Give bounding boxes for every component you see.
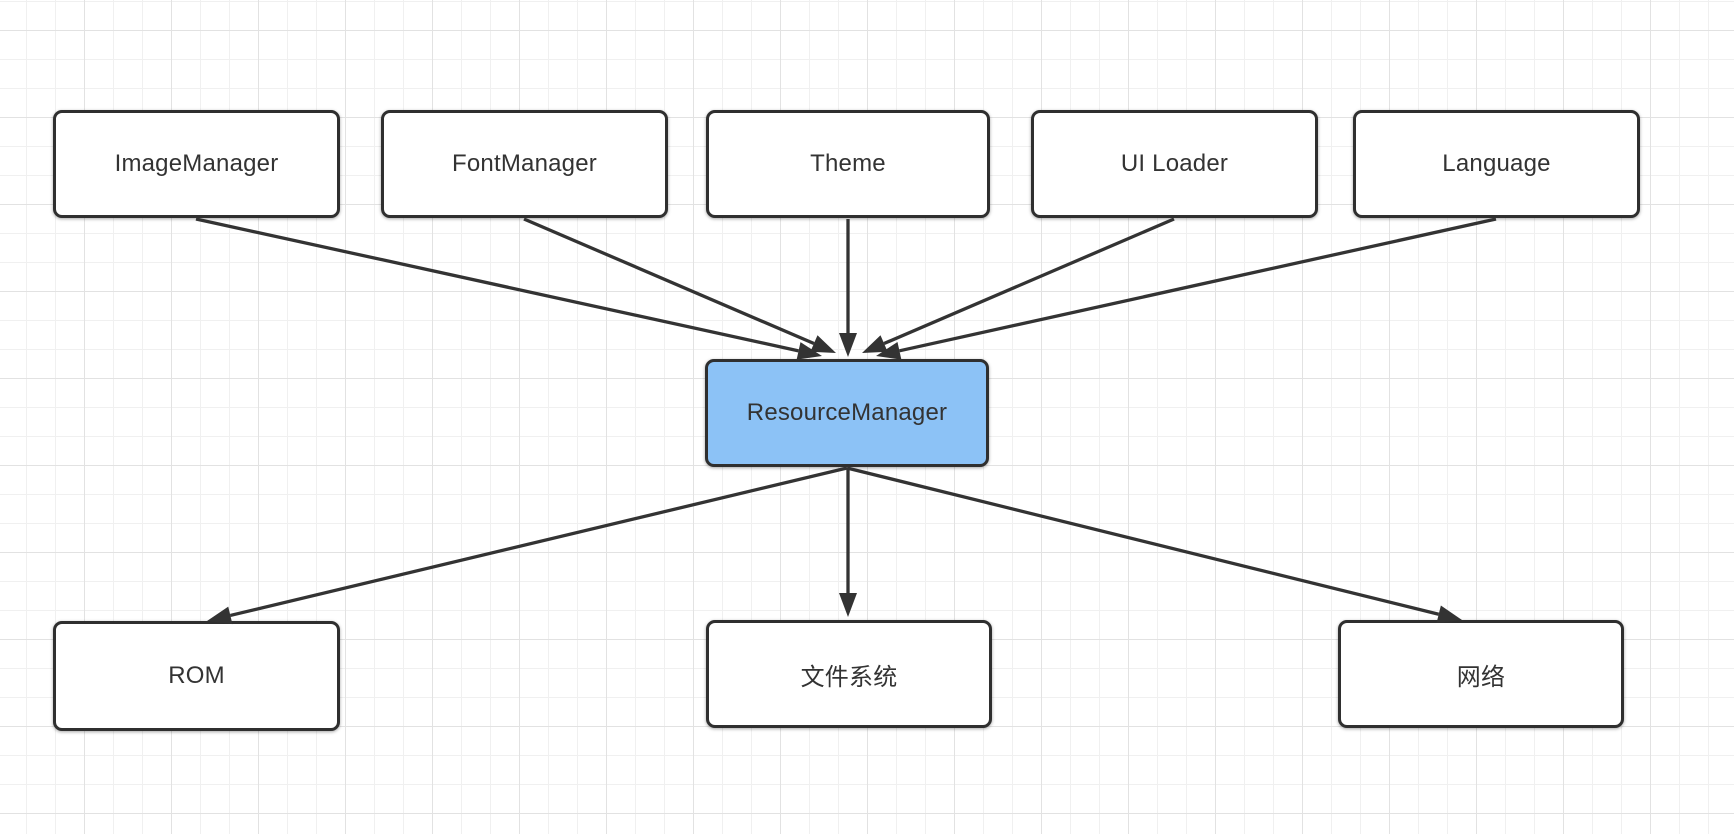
- node-theme[interactable]: Theme: [706, 110, 990, 218]
- node-label-language: Language: [1442, 150, 1551, 177]
- arrowhead-icon: [862, 335, 888, 353]
- arrowhead-icon: [796, 342, 822, 360]
- node-label-rom: ROM: [168, 662, 225, 689]
- node-label-resource-manager: ResourceManager: [746, 399, 948, 426]
- edge-theme-resource-manager: [839, 219, 857, 357]
- edge-line: [523, 217, 815, 346]
- node-font-manager[interactable]: FontManager: [381, 110, 668, 218]
- arrowhead-icon: [839, 333, 857, 357]
- edge-resource-manager-network: [846, 466, 1462, 623]
- node-file-system[interactable]: 文件系统: [706, 620, 992, 728]
- edge-line: [883, 217, 1175, 346]
- node-rom[interactable]: ROM: [53, 621, 340, 731]
- node-label-theme: Theme: [810, 150, 886, 177]
- edge-line: [195, 217, 799, 353]
- arrowhead-icon: [839, 593, 857, 617]
- node-label-file-system: 文件系统: [800, 663, 898, 691]
- edge-language-resource-manager: [876, 217, 1497, 360]
- edge-line: [899, 217, 1497, 353]
- edge-resource-manager-rom: [207, 466, 848, 625]
- edge-line: [229, 466, 848, 618]
- arrowhead-icon: [810, 335, 836, 353]
- edge-image-manager-resource-manager: [195, 217, 822, 360]
- node-label-image-manager: ImageManager: [114, 150, 279, 177]
- node-image-manager[interactable]: ImageManager: [53, 110, 340, 218]
- node-ui-loader[interactable]: UI Loader: [1031, 110, 1318, 218]
- node-language[interactable]: Language: [1353, 110, 1640, 218]
- edge-font-manager-resource-manager: [523, 217, 836, 353]
- node-resource-manager[interactable]: ResourceManager: [705, 359, 989, 467]
- node-label-network: 网络: [1456, 663, 1506, 691]
- edge-line: [846, 466, 1440, 616]
- edge-resource-manager-file-system: [839, 468, 857, 617]
- node-label-ui-loader: UI Loader: [1120, 150, 1229, 177]
- node-network[interactable]: 网络: [1338, 620, 1624, 728]
- arrowhead-icon: [876, 342, 902, 360]
- node-label-font-manager: FontManager: [452, 150, 597, 177]
- edge-ui-loader-resource-manager: [862, 217, 1175, 353]
